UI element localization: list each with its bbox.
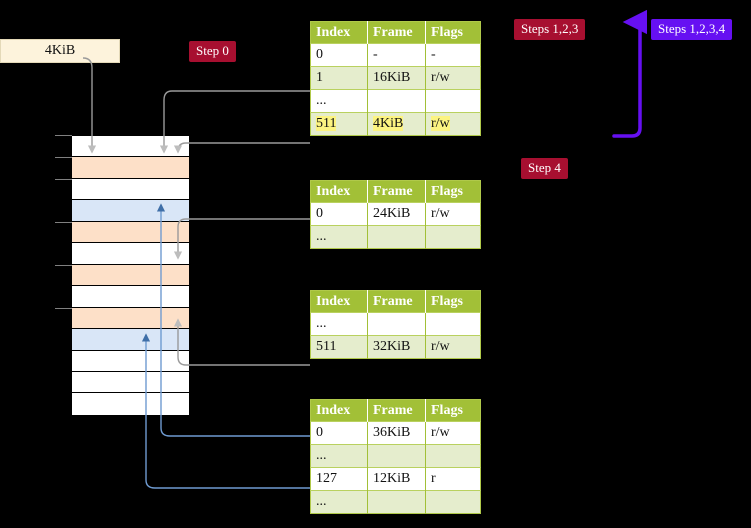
memory-tick-8: [55, 308, 72, 309]
highlighted-value: 4KiB: [373, 116, 404, 131]
page-table-level-4-r3-c0: ...: [310, 490, 368, 514]
wire-memory-to-t3: [173, 318, 310, 366]
page-table-level-4-r0-c2: r/w: [425, 421, 481, 445]
page-table-level-3-header-index: Index: [310, 290, 368, 313]
page-table-level-4-r2-c2: r: [425, 467, 481, 491]
memory-frame-7: [72, 286, 189, 308]
table-row: ...: [310, 312, 481, 336]
memory-tick-4: [55, 222, 72, 223]
badge-step-0: Step 0: [189, 41, 236, 62]
memory-frame-5: [72, 243, 189, 265]
page-table-level-1-r3-c1: 4KiB: [367, 112, 426, 136]
memory-frame-6: [72, 264, 189, 287]
page-table-level-3-r1-c2: r/w: [425, 335, 481, 359]
table-row: 0--: [310, 43, 481, 67]
page-table-level-2-r0-c2: r/w: [425, 202, 481, 226]
physical-memory-column: [71, 135, 190, 416]
page-table-level-4-r1-c1: [367, 444, 426, 468]
page-table-level-2-r0-c1: 24KiB: [367, 202, 426, 226]
memory-frame-3: [72, 200, 189, 222]
page-table-level-4-r3-c1: [367, 490, 426, 514]
wire-t1r511-to-memory: [173, 142, 310, 154]
memory-frame-0: [72, 136, 189, 158]
wire-memory-to-t2: [173, 218, 310, 260]
memory-frame-11: [72, 371, 189, 394]
page-table-level-3-r0-c0: ...: [310, 312, 368, 336]
page-table-level-4-r1-c0: ...: [310, 444, 368, 468]
table-row: ...: [310, 490, 481, 514]
page-table-level-4-r3-c2: [425, 490, 481, 514]
page-table-level-4-r0-c0: 0: [310, 421, 368, 445]
page-table-level-2-r1-c0: ...: [310, 225, 368, 249]
table-row: ...: [310, 225, 481, 249]
memory-frame-2: [72, 178, 189, 201]
highlighted-value: r/w: [431, 116, 450, 131]
table-row: 511 4KiB r/w: [310, 112, 481, 136]
memory-tick-2: [55, 179, 72, 180]
badge-step-4: Step 4: [521, 158, 568, 179]
page-table-level-1-r1-c0: 1: [310, 66, 368, 90]
memory-frame-10: [72, 350, 189, 372]
page-table-level-1-r0-c2: -: [425, 43, 481, 67]
page-table-level-1-r1-c1: 16KiB: [367, 66, 426, 90]
page-table-level-2-header-index: Index: [310, 180, 368, 203]
page-table-level-2-header-frame: Frame: [367, 180, 426, 203]
page-table-level-1-header-frame: Frame: [367, 21, 426, 44]
page-table-level-1-r0-c1: -: [367, 43, 426, 67]
page-table-level-3-header-flags: Flags: [425, 290, 481, 313]
page-table-level-4-r2-c1: 12KiB: [367, 467, 426, 491]
page-table-level-3-r1-c0: 511: [310, 335, 368, 359]
badge-steps-1234: Steps 1,2,3,4: [651, 19, 733, 40]
page-table-level-4-header-flags: Flags: [425, 399, 481, 422]
page-table-level-1-r2-c1: [367, 89, 426, 113]
page-table-level-4-header-frame: Frame: [367, 399, 426, 422]
page-table-level-4-r0-c1: 36KiB: [367, 421, 426, 445]
page-table-level-2-header-flags: Flags: [425, 180, 481, 203]
memory-size-label: 4KiB: [0, 39, 120, 63]
page-table-level-1-r2-c0: ...: [310, 89, 368, 113]
page-table-level-3-header-frame: Frame: [367, 290, 426, 313]
page-table-level-1-header-flags: Flags: [425, 21, 481, 44]
page-table-level-3-r1-c1: 32KiB: [367, 335, 426, 359]
page-table-level-1-r3-c0: 511: [310, 112, 368, 136]
badge-steps-123: Steps 1,2,3: [514, 19, 586, 40]
highlighted-value: 511: [316, 116, 337, 131]
arrow-steps-1234: [612, 9, 648, 138]
memory-frame-9: [72, 329, 189, 351]
memory-tick-1: [55, 157, 72, 158]
page-table-level-1-r1-c2: r/w: [425, 66, 481, 90]
page-table-level-3-r0-c2: [425, 312, 481, 336]
page-table-level-1-r3-c2: r/w: [425, 112, 481, 136]
memory-frame-4: [72, 221, 189, 244]
table-row: ...: [310, 444, 481, 468]
page-table-level-1-header-index: Index: [310, 21, 368, 44]
page-table-level-4-r1-c2: [425, 444, 481, 468]
page-table-level-4-header-index: Index: [310, 399, 368, 422]
memory-frame-8: [72, 307, 189, 330]
table-row: ...: [310, 89, 481, 113]
page-table-level-4-r2-c0: 127: [310, 467, 368, 491]
page-table-level-2-r1-c2: [425, 225, 481, 249]
memory-frame-1: [72, 157, 189, 179]
page-table-level-1-r2-c2: [425, 89, 481, 113]
memory-tick-6: [55, 265, 72, 266]
page-table-level-2-r1-c1: [367, 225, 426, 249]
page-table-level-2-r0-c0: 0: [310, 202, 368, 226]
memory-frame-12: [72, 393, 189, 415]
page-table-level-3-r0-c1: [367, 312, 426, 336]
memory-tick-0: [55, 135, 72, 136]
page-table-level-1-r0-c0: 0: [310, 43, 368, 67]
